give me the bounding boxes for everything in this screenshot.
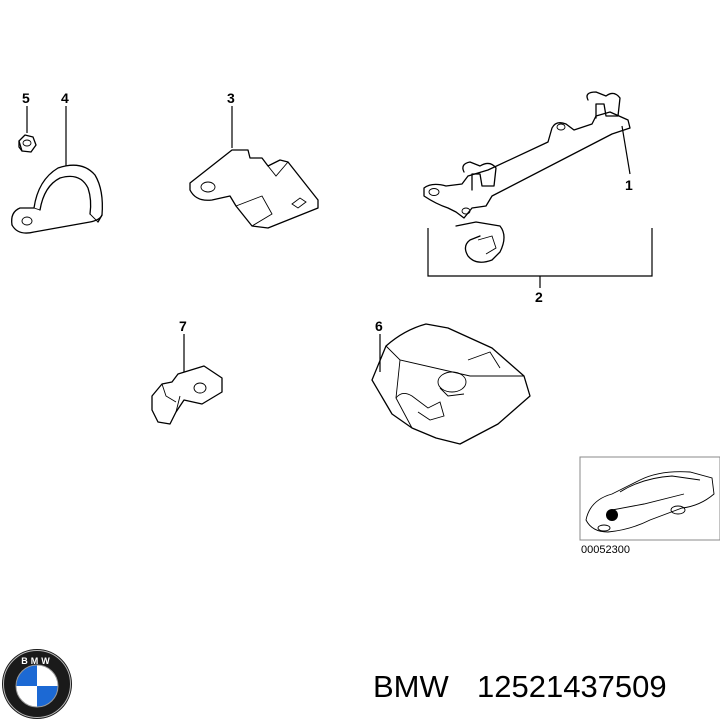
callout-1: 1: [625, 177, 633, 193]
leader-2-bracket: [427, 228, 653, 277]
logo-letters: BMW: [21, 656, 53, 666]
callout-6: 6: [375, 318, 383, 334]
footer-part-number: 12521437509: [477, 669, 667, 704]
part-7-clip: [151, 365, 223, 425]
car-outline: [585, 471, 715, 533]
callout-4: 4: [61, 90, 69, 106]
part-4-clamp: [11, 164, 103, 234]
callout-2: 2: [535, 289, 543, 305]
callout-7: 7: [179, 318, 187, 334]
callout-5: 5: [22, 90, 30, 106]
part-5-nut: [18, 134, 37, 153]
inset-location-thumbnail: [579, 456, 720, 541]
part-3-bracket: [189, 149, 319, 229]
bmw-logo: BMW: [2, 649, 72, 719]
callout-3: 3: [227, 90, 235, 106]
part-1-long-bracket: [423, 91, 631, 263]
location-marker: [606, 509, 618, 521]
inset-code: 00052300: [581, 544, 630, 556]
footer-brand: BMW: [373, 669, 450, 704]
part-6-cover: [371, 323, 531, 445]
leader-1: [621, 125, 631, 175]
